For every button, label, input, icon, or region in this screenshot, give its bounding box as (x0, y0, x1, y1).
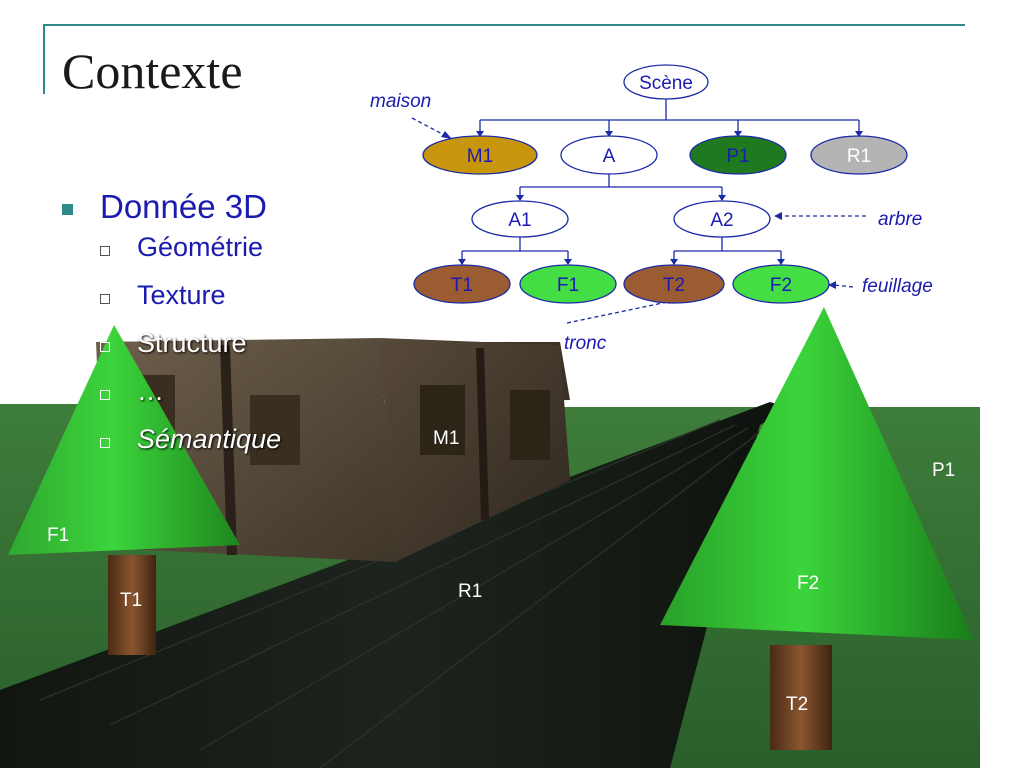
node-f2 (732, 264, 830, 304)
node-p1-label: P1 (726, 146, 749, 167)
annotation-arbre: arbre (878, 209, 922, 230)
node-f1 (519, 264, 617, 304)
scene-label-t1: T1 (120, 590, 142, 611)
node-t1-label: T1 (451, 275, 473, 296)
trunk-t1 (108, 555, 156, 655)
tree-edges (461, 99, 860, 264)
tree-arrowheads (458, 131, 863, 265)
scene-label-p1: P1 (932, 460, 955, 481)
node-m1 (422, 135, 538, 175)
node-a (560, 135, 658, 175)
sub-bullet-box-icon (100, 246, 110, 256)
foliage-f1 (8, 325, 240, 555)
node-scene-label: Scène (639, 73, 693, 94)
scene-label-f2: F2 (797, 573, 819, 594)
node-t1 (413, 264, 511, 304)
scene-label-r1: R1 (458, 581, 482, 602)
title-rule-vertical (43, 24, 45, 94)
node-r1-label: R1 (847, 146, 871, 167)
sub-bullet-box-icon (100, 390, 110, 400)
scene-label-f1: F1 (47, 525, 69, 546)
scene-label-t2: T2 (786, 694, 808, 715)
sub-bullet-text: Sémantique (137, 424, 282, 454)
sub-bullet-text: … (137, 376, 164, 406)
node-t2-label: T2 (663, 275, 685, 296)
trunk-t2 (770, 645, 832, 750)
slide-title: Contexte (62, 43, 243, 99)
sub-bullet-box-icon (100, 342, 110, 352)
node-a-label: A (603, 146, 616, 167)
node-a2 (673, 200, 771, 238)
node-f2-label: F2 (770, 275, 792, 296)
node-p1 (689, 135, 787, 175)
sky-strip (560, 395, 980, 407)
sub-bullet-text: Texture (137, 280, 226, 310)
bullet-main-text: Donnée 3D (100, 188, 267, 225)
bullet-square-icon (62, 204, 73, 215)
node-a1-label: A1 (508, 210, 531, 231)
node-a2-label: A2 (710, 210, 733, 231)
title-rule-horizontal (43, 24, 965, 26)
node-m1-label: M1 (467, 146, 493, 167)
node-f1-label: F1 (557, 275, 579, 296)
annotation-maison: maison (370, 91, 431, 112)
annotation-feuillage: feuillage (862, 276, 933, 297)
sub-bullet-text: Géométrie (137, 232, 264, 262)
node-scene (623, 64, 709, 100)
scene-label-m1: M1 (433, 428, 459, 449)
foliage-f2 (660, 307, 974, 640)
node-t2 (623, 264, 725, 304)
node-a1 (471, 200, 569, 238)
node-r1 (810, 135, 908, 175)
sub-bullet-box-icon (100, 294, 110, 304)
sub-bullet-box-icon (100, 438, 110, 448)
annotation-tronc: tronc (564, 333, 607, 354)
annotation-arrows (411, 117, 866, 324)
sub-bullet-text: Structure (137, 328, 247, 358)
